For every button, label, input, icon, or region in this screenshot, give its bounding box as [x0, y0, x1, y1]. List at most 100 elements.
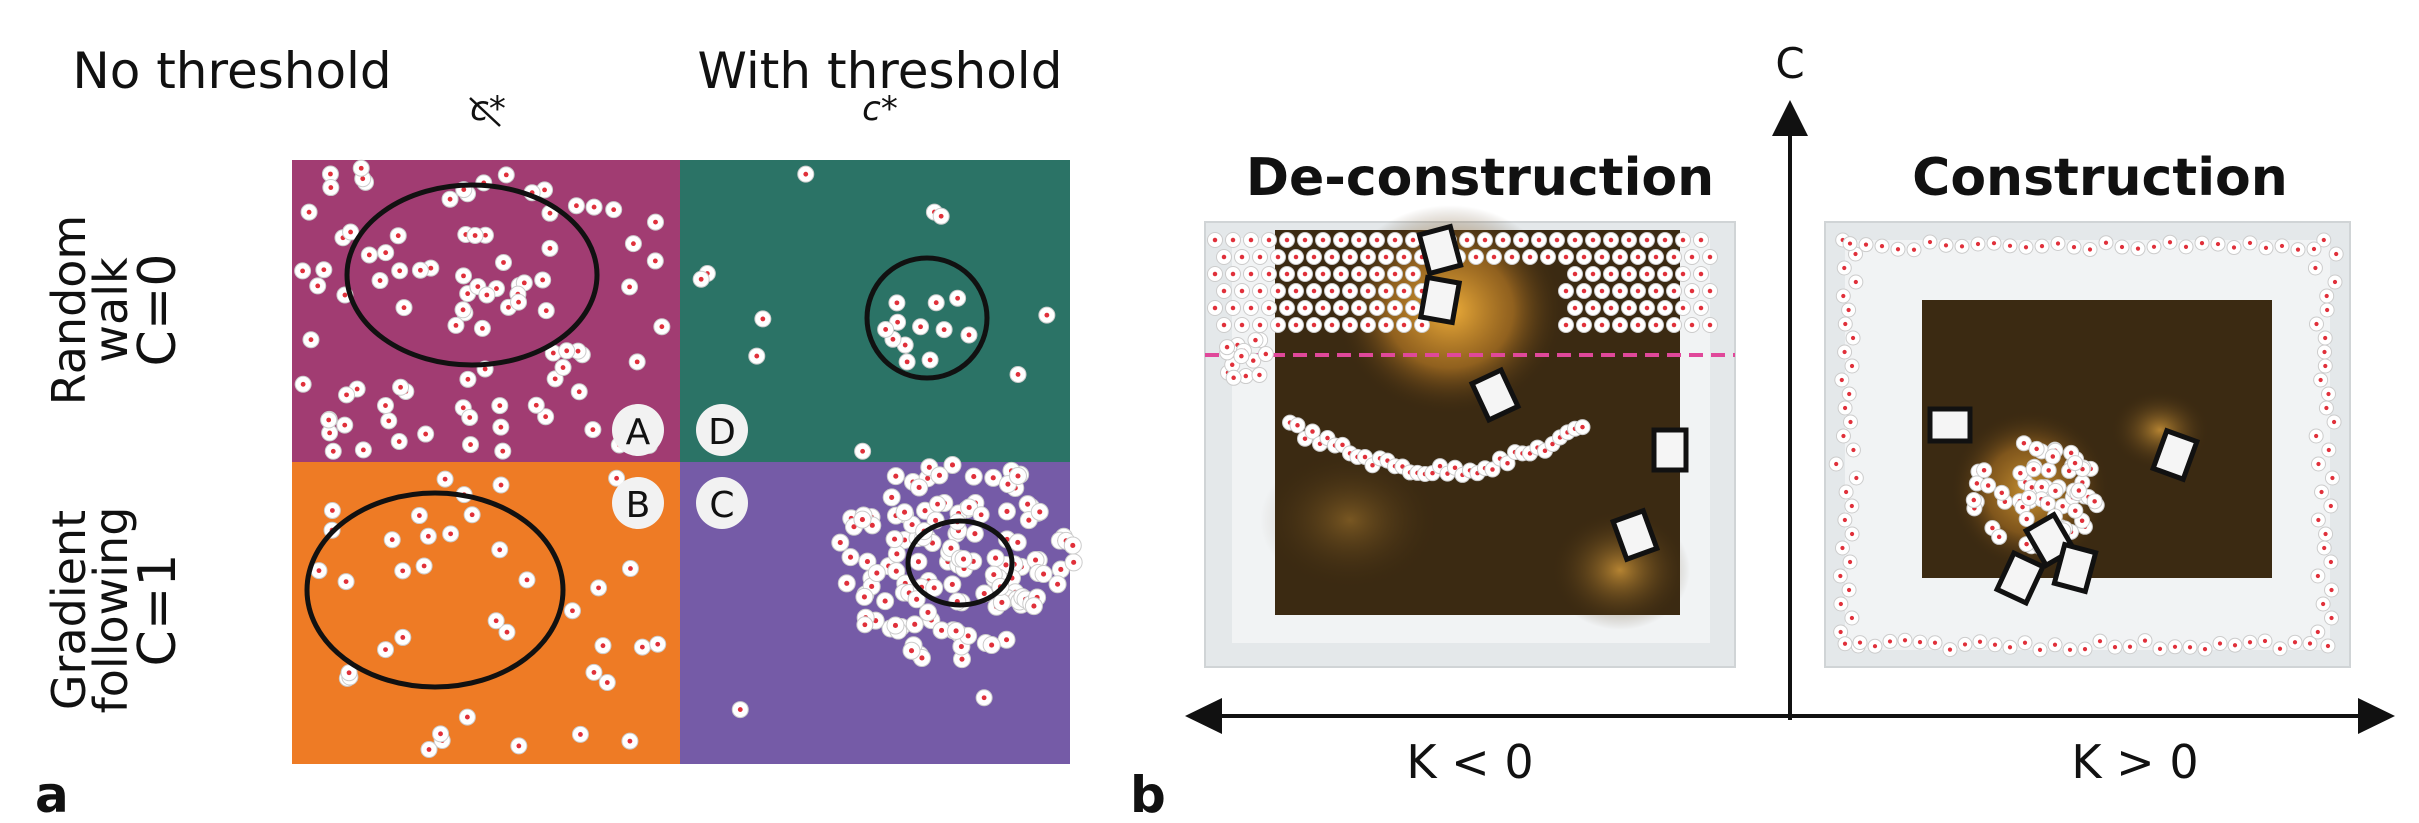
robot-block — [1651, 427, 1689, 473]
particle-center — [1671, 322, 1677, 328]
particle-center — [1239, 254, 1245, 260]
particle-center — [428, 265, 434, 271]
particle-center — [1653, 254, 1659, 260]
particle-center — [1248, 305, 1254, 311]
particle-center — [2187, 645, 2193, 650]
particle-center — [754, 353, 760, 359]
particle-center — [861, 594, 867, 600]
particle-center — [1004, 508, 1010, 514]
particle-center — [936, 472, 943, 478]
svg-text:C: C — [709, 485, 734, 526]
particle-center — [2263, 245, 2269, 250]
particle-center — [1347, 254, 1353, 260]
particle-center — [889, 494, 895, 500]
particle-center — [1985, 483, 1991, 488]
particle-center — [1707, 288, 1713, 294]
particle-center — [949, 462, 956, 468]
particle-center — [344, 392, 349, 398]
particle-center — [1838, 629, 1843, 635]
particle-center — [948, 545, 954, 551]
particle-center — [869, 522, 875, 528]
particle-center — [1221, 288, 1227, 294]
particle-center — [1004, 637, 1010, 643]
particle-center — [1536, 237, 1542, 243]
particle-center — [1850, 335, 1856, 341]
particle-center — [912, 621, 918, 627]
particle-center — [1662, 305, 1668, 311]
particle-center — [464, 714, 470, 720]
particle-center — [1962, 642, 1968, 647]
particle-center — [2247, 640, 2253, 645]
particle-center — [358, 165, 364, 171]
particle-center — [591, 204, 597, 210]
particle-center — [1230, 305, 1236, 311]
particle-center — [890, 336, 896, 342]
particle-center — [395, 233, 401, 239]
particle-center — [2322, 349, 2327, 355]
particle-center — [1464, 237, 1470, 243]
particle-center — [1374, 271, 1380, 277]
particle-center — [1482, 237, 1488, 243]
particle-center — [2050, 454, 2056, 459]
particle-center — [2326, 447, 2331, 453]
particle-center — [1356, 271, 1362, 277]
particle-center — [2215, 241, 2221, 247]
svg-text:walk: walk — [84, 257, 138, 363]
particle-center — [1340, 442, 1345, 448]
particle-center — [1490, 467, 1495, 472]
particle-center — [2292, 640, 2298, 645]
particle-center — [1927, 239, 1933, 245]
particle-center — [1854, 475, 1859, 481]
particle-center — [1840, 545, 1845, 551]
particle-center — [2022, 640, 2028, 645]
particle-center — [498, 424, 504, 430]
particle-center — [480, 325, 485, 331]
particle-center — [892, 622, 899, 629]
particle-center — [1347, 288, 1353, 294]
particle-center — [1257, 254, 1263, 260]
particle-center — [953, 628, 959, 634]
particle-center — [941, 327, 947, 333]
panel-b: C K < 0 K > 0 De-construction Constructi… — [1130, 39, 2395, 823]
particle-center — [1275, 322, 1281, 328]
particle-center — [1257, 288, 1263, 294]
particle-center — [1410, 237, 1416, 243]
particle-center — [653, 219, 658, 225]
particle-center — [1284, 305, 1290, 311]
particle-center — [1266, 271, 1272, 277]
particle-center — [922, 508, 928, 514]
particle-center — [383, 403, 388, 408]
particle-center — [1680, 271, 1686, 277]
particle-center — [1671, 288, 1677, 294]
particle-center — [1572, 271, 1578, 277]
particle-center — [1851, 447, 1856, 453]
particle-center — [400, 635, 406, 640]
particle-center — [2023, 245, 2029, 250]
particle-center — [1212, 237, 1218, 243]
particle-center — [600, 643, 606, 649]
particle-center — [1849, 531, 1855, 537]
particle-center — [1491, 254, 1497, 260]
particle-center — [2020, 504, 2025, 510]
particle-center — [306, 209, 312, 215]
particle-center — [949, 581, 955, 587]
particle-center — [2018, 470, 2023, 476]
particle-center — [2322, 545, 2327, 551]
particle-center — [837, 540, 843, 546]
particle-center — [570, 608, 575, 614]
x-axis-label-right: K > 0 — [2071, 735, 2198, 789]
particle-center — [1707, 254, 1713, 260]
particle-center — [1554, 237, 1560, 243]
particle-center — [2066, 468, 2072, 474]
particle-center — [465, 291, 471, 297]
particle-center — [1563, 254, 1569, 260]
particle-center — [1070, 542, 1076, 549]
particle-center — [698, 276, 704, 282]
particle-center — [453, 322, 459, 328]
particle-center — [497, 547, 503, 553]
particle-center — [966, 332, 972, 338]
particle-center — [1581, 288, 1587, 294]
particle-center — [1266, 237, 1272, 243]
badge-a: A — [612, 404, 664, 456]
particle-center — [2127, 644, 2133, 649]
